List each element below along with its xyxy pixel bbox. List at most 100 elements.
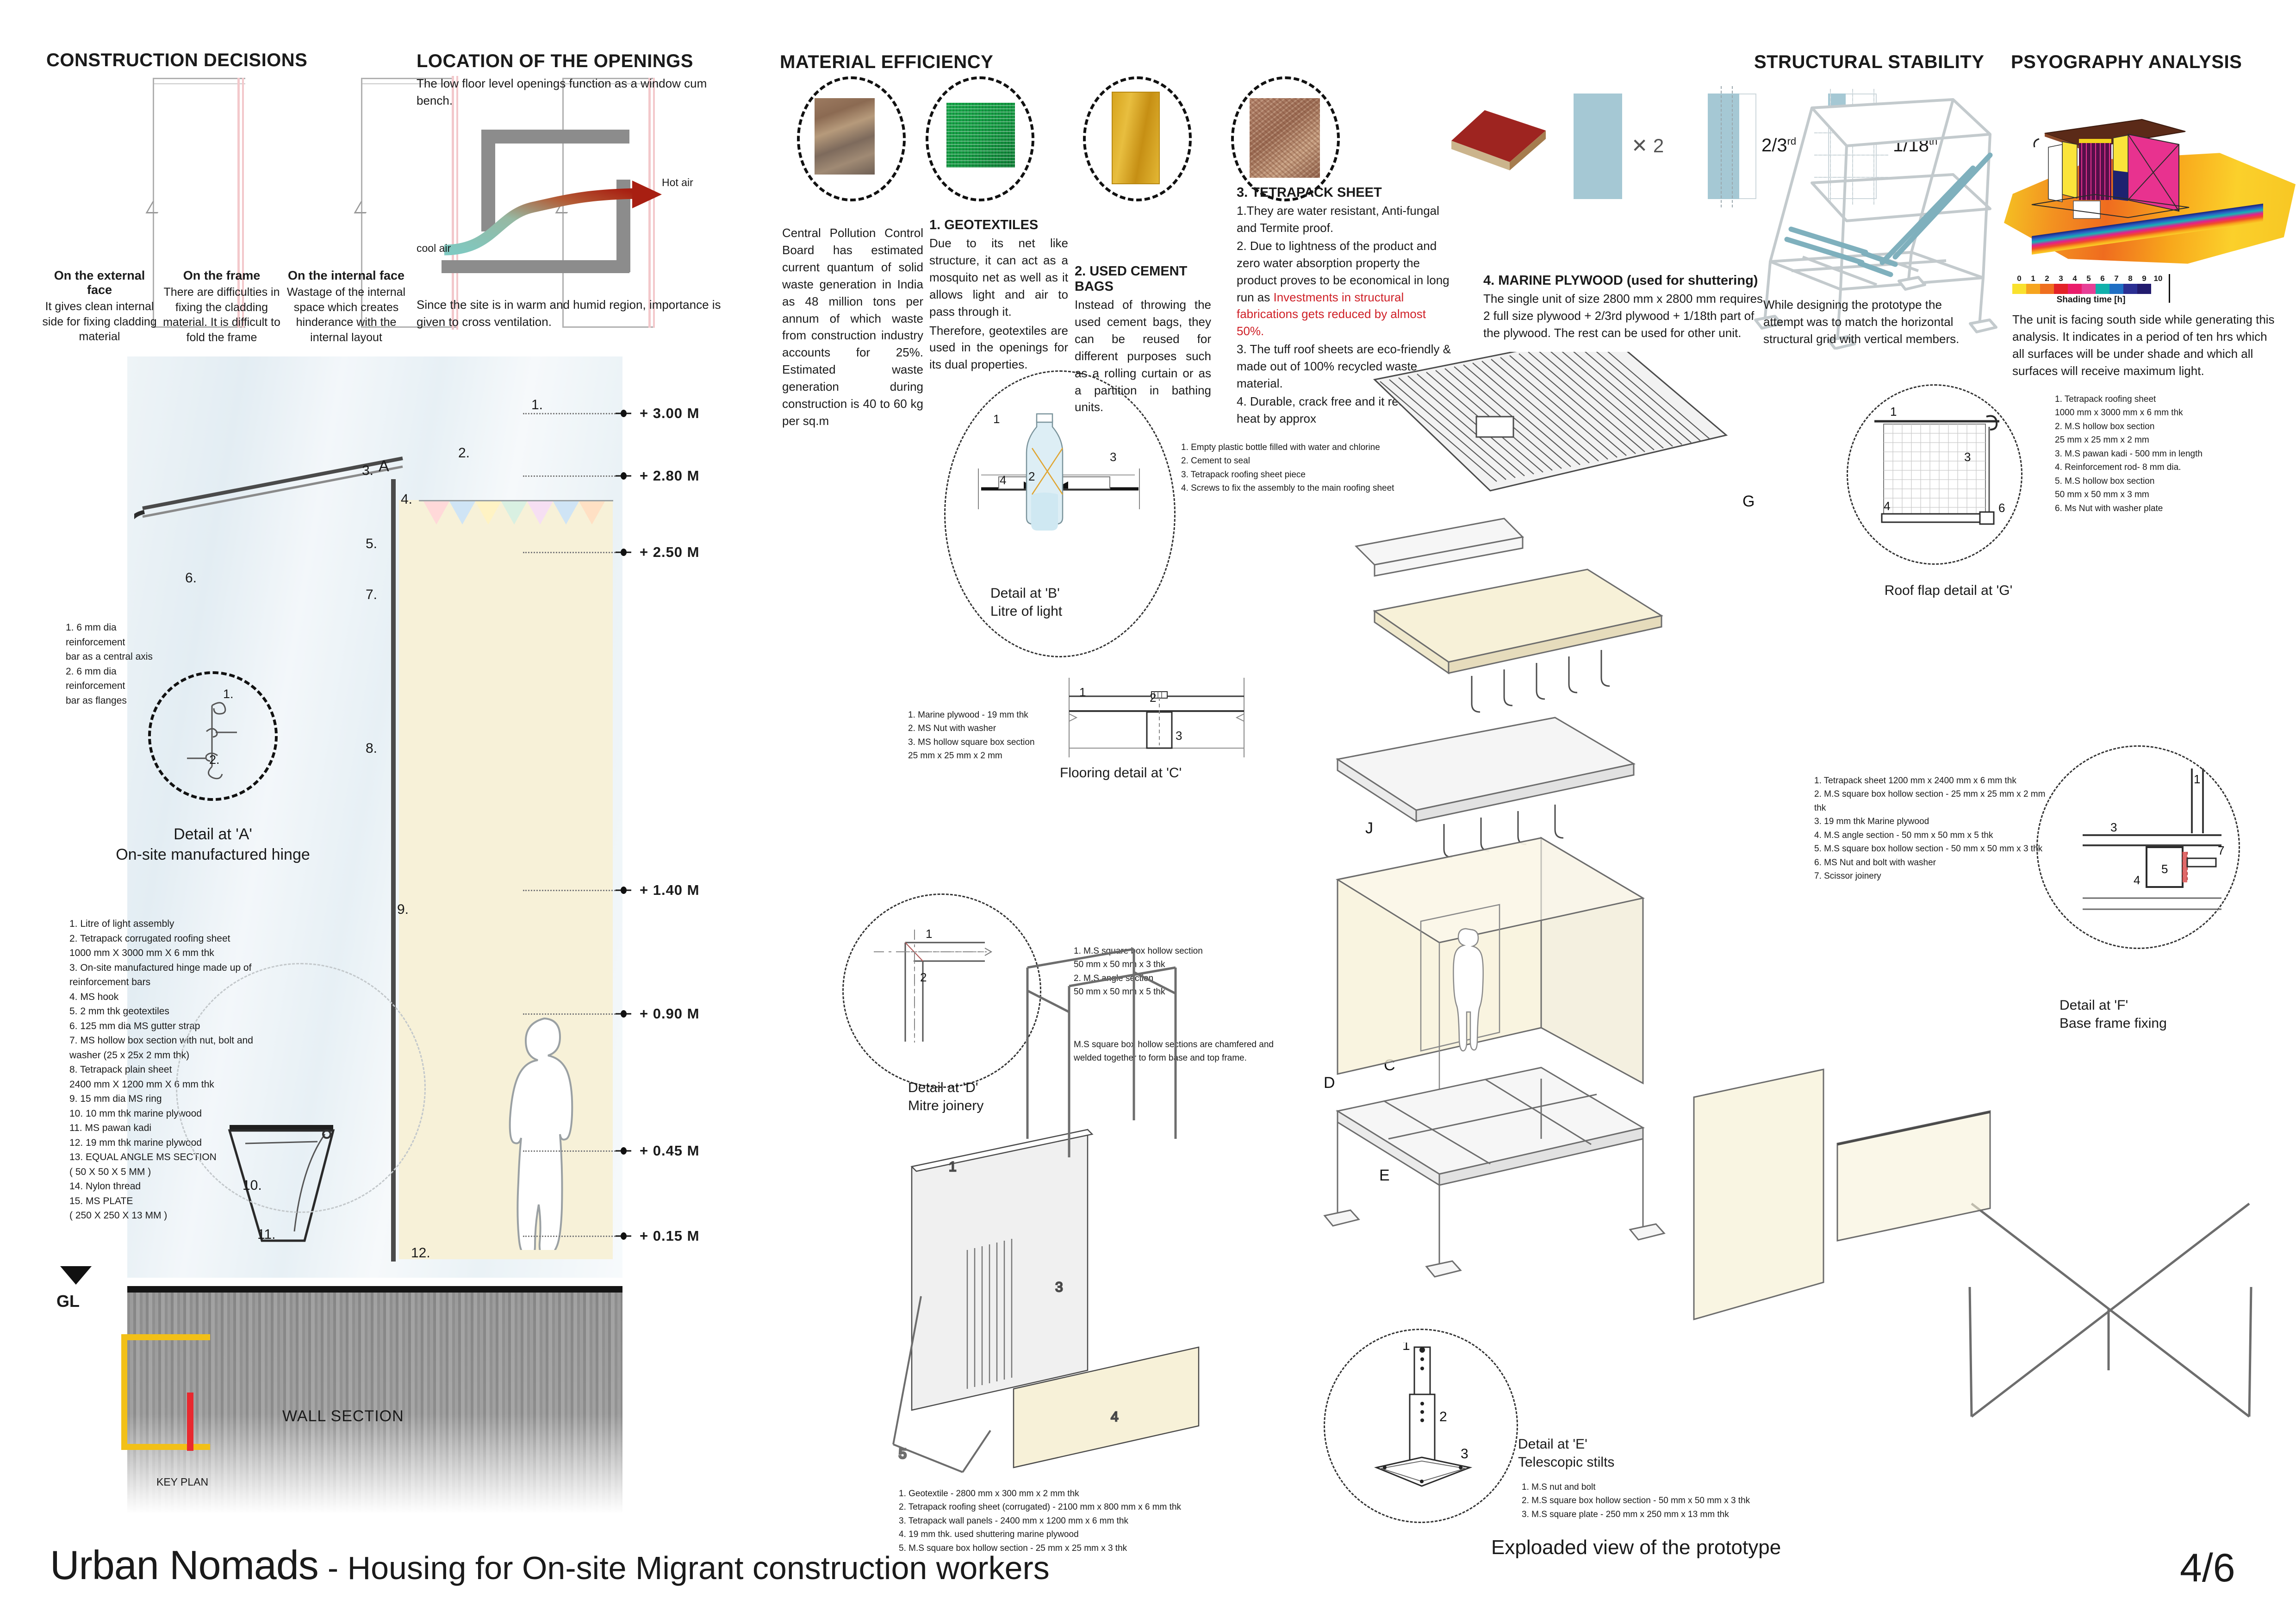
detail-d-marker: 2	[920, 970, 927, 984]
detail-b-marker: 2	[1028, 469, 1035, 483]
legend-number: 2	[2045, 274, 2049, 283]
legend-number: 4	[2072, 274, 2077, 283]
cement-bags-heading: 2. USED CEMENT BAGS	[1075, 264, 1188, 294]
board-title: Urban Nomads - Housing for On-site Migra…	[50, 1542, 1050, 1589]
exploded-note-line: 1. Geotextile - 2800 mm x 300 mm x 2 mm …	[899, 1489, 1079, 1499]
human-figure-silhouette	[509, 1017, 573, 1250]
section-marker: 2.	[458, 445, 470, 461]
detail-f-note-line: 7. Scissor joinery	[1814, 871, 1881, 881]
flooring-detail-drawing	[1069, 678, 1244, 757]
level-marker: + 3.00 M	[523, 405, 700, 422]
section-marker: 3.	[362, 463, 374, 478]
exploded-note-line: 2. Tetrapack roofing sheet (corrugated) …	[899, 1502, 1182, 1512]
plywood-usage-diagram: ✕ 2 2/3rd 1/18th	[1449, 83, 1937, 236]
section-marker: 1.	[531, 397, 543, 412]
detail-c-marker: 3	[1176, 729, 1182, 743]
material-efficiency-intro: Central Pollution Control Board has esti…	[782, 226, 923, 428]
openings-note: Since the site is in warm and humid regi…	[417, 298, 721, 329]
airflow-arrow-icon	[444, 181, 662, 256]
tetrapack-heading: 3. TETRAPACK SHEET	[1237, 185, 1382, 200]
psyography-text: The unit is facing south side while gene…	[2012, 312, 2275, 378]
wall-section-legend-line: 15. MS PLATE	[69, 1195, 133, 1206]
tetrapack-photo-circle	[1231, 76, 1340, 201]
hinge-detail-drawing	[187, 702, 237, 780]
detail-b-notes: 1. Empty plastic bottle filled with wate…	[1181, 443, 1394, 493]
material-efficiency-title: MATERIAL EFFICIENCY	[780, 52, 994, 72]
detail-e-circle	[1324, 1329, 1518, 1523]
detail-d-circle	[842, 893, 1041, 1088]
exploded-caption: Exploaded view of the prototype	[1491, 1536, 1781, 1559]
cd-caption-internal: On the internal face Wastage of the inte…	[286, 269, 406, 345]
svg-text:3: 3	[2110, 820, 2117, 834]
wall-section-legend-line: 1. Litre of light assembly	[69, 918, 174, 929]
svg-text:D: D	[1324, 1074, 1335, 1092]
detail-e-caption: Detail at 'E' Telescopic stilts	[1518, 1437, 1615, 1470]
scissor-joinery-iso	[1968, 1203, 2252, 1418]
detail-g-note-line: 2. M.S hollow box section	[2055, 421, 2155, 431]
construction-waste-photo	[815, 98, 875, 175]
geotextiles-note: 1. GEOTEXTILES Due to its net like struc…	[929, 218, 1068, 373]
svg-text:4: 4	[1111, 1409, 1119, 1424]
section-marker: 5.	[366, 536, 378, 551]
exploded-notes: 1. Geotextile - 2800 mm x 300 mm x 2 mm …	[899, 1487, 1371, 1555]
geotextiles-para-1: Due to its net like structure, it can ac…	[929, 236, 1068, 319]
exploded-note-line: 4. 19 mm thk. used shuttering marine ply…	[899, 1530, 1079, 1540]
geotextile-photo-circle	[926, 76, 1034, 201]
wall-section-legend-line: ( 250 X 250 X 13 MM )	[69, 1210, 168, 1221]
svg-text:5: 5	[2161, 862, 2168, 876]
legend-number: 6	[2100, 274, 2105, 283]
tetrapack-note: 3. TETRAPACK SHEET 1.They are water resi…	[1237, 185, 1452, 427]
detail-a-notes: 1. 6 mm dia reinforcement bar as a centr…	[66, 622, 153, 706]
detail-g-caption: Roof flap detail at 'G'	[1884, 583, 2013, 598]
wall-section-legend-line: 14. Nylon thread	[69, 1181, 141, 1192]
level-marker: + 1.40 M	[523, 882, 700, 899]
cd-text: There are difficulties in fixing the cla…	[163, 286, 280, 344]
detail-f-note-line: 5. M.S square box hollow section - 50 mm…	[1814, 844, 2043, 854]
section-marker: 12.	[411, 1245, 430, 1261]
svg-text:G: G	[1742, 493, 1755, 510]
ground-level-triangle-icon	[60, 1266, 92, 1285]
detail-c-marker: 2	[1150, 691, 1157, 705]
detail-b-marker: 1	[993, 412, 1000, 426]
wall-section-leader-circle	[176, 963, 426, 1213]
key-plan-marker	[187, 1393, 193, 1451]
detail-a-marker: 2.	[209, 753, 220, 767]
wall-section-legend-line: 3. On-site manufactured hinge made up of	[69, 962, 252, 973]
tetrapack-line-3: 3. The tuff roof sheets are eco-friendly…	[1237, 342, 1451, 391]
cd-text: Wastage of the internal space which crea…	[286, 286, 406, 344]
tetrapack-line-1: 1.They are water resistant, Anti-fungal …	[1237, 204, 1439, 235]
exploded-isometric-view: B G J C D E F	[892, 352, 1755, 1473]
construction-decisions-title: CONSTRUCTION DECISIONS	[46, 50, 308, 70]
tetrapack-line-2: 2. Due to lightness of the product and z…	[1237, 237, 1452, 340]
detail-f-notes: 1. Tetrapack sheet 1200 mm x 2400 mm x 6…	[1814, 774, 2055, 883]
wall-section-legend-line: 5. 2 mm thk geotextiles	[69, 1006, 169, 1017]
section-marker: 4.	[401, 492, 413, 507]
bunting-decoration	[419, 500, 613, 542]
detail-f-caption: Detail at 'F' Base frame fixing	[2060, 998, 2167, 1031]
detail-c-notes: 1. Marine plywood - 19 mm thk 2. MS Nut …	[908, 710, 1035, 761]
legend-number: 9	[2142, 274, 2147, 283]
svg-text:5: 5	[899, 1446, 907, 1462]
legend-number: 5	[2086, 274, 2091, 283]
cd-frame-external	[145, 74, 259, 333]
section-key-a: A	[379, 457, 389, 475]
detail-g-note-line: 4. Reinforcement rod- 8 mm dia.	[2055, 462, 2181, 473]
detail-b-marker: 4	[1000, 473, 1007, 487]
detail-f-note-line: 3. 19 mm thk Marine plywood	[1814, 817, 1929, 827]
legend-number: 7	[2114, 274, 2119, 283]
detail-c-caption: Flooring detail at 'C'	[1060, 765, 1182, 781]
cement-bag-photo-circle	[1083, 76, 1192, 201]
waste-photo-circle	[797, 76, 906, 201]
legend-swatch	[2068, 284, 2082, 294]
ground-line	[127, 1286, 622, 1293]
wall-section-legend-line: washer (25 x 25x 2 mm thk)	[69, 1049, 190, 1061]
key-plan-label: KEY PLAN	[156, 1476, 209, 1488]
plywood-multiplier: ✕ 2	[1631, 135, 1664, 156]
exploded-note-line: 3. Tetrapack wall panels - 2400 mm x 120…	[899, 1516, 1128, 1526]
title-main: Urban Nomads	[50, 1542, 319, 1588]
